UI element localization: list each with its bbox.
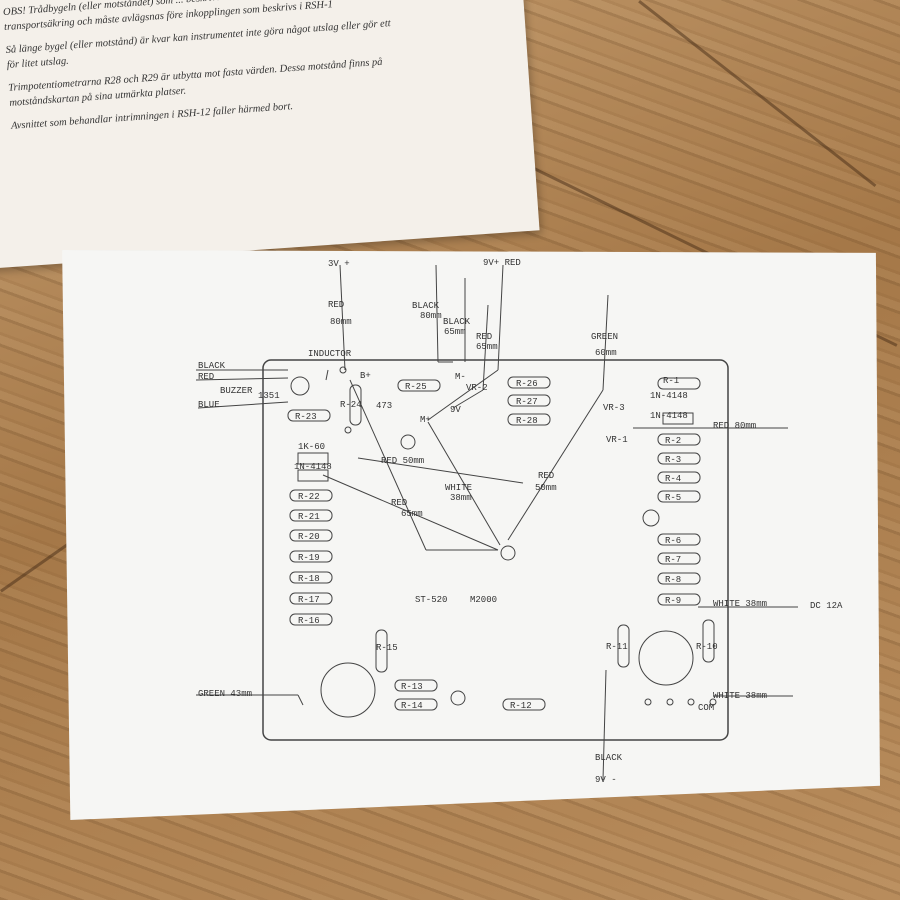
- component-r13: R-13: [401, 682, 423, 692]
- instruction-text: OBS! Trådbygeln (eller motståndet) som .…: [3, 0, 511, 142]
- label-black-left: BLACK: [198, 361, 226, 371]
- label-80mm: 80mm: [330, 317, 352, 327]
- pad: [644, 698, 652, 706]
- component-r15: R-15: [376, 643, 398, 653]
- wires: [195, 264, 798, 781]
- instruction-sheet: OBS! Trådbygeln (eller motståndet) som .…: [0, 0, 540, 270]
- label-black-2: BLACK: [443, 317, 471, 327]
- label-red-50mm: RED 50mm: [381, 456, 424, 466]
- label-red-65mm-len: 65mm: [401, 509, 423, 519]
- label-9v: 9V: [450, 405, 461, 415]
- label-m-minus: M-: [455, 372, 466, 382]
- component-r7: R-7: [665, 555, 681, 565]
- label-1351: 1351: [258, 391, 280, 401]
- label-red-80mm: RED 80mm: [713, 421, 756, 431]
- board-model: ST-520: [415, 595, 447, 605]
- label-buzzer: BUZZER: [220, 386, 253, 396]
- label-473: 473: [376, 401, 392, 411]
- label-dc-12a: DC 12A: [810, 601, 843, 611]
- component-r27: R-27: [516, 397, 538, 407]
- component-r18: R-18: [298, 574, 320, 584]
- component-r8: R-8: [665, 575, 681, 585]
- label-blue-left: BLUE: [198, 400, 220, 410]
- component-r14: R-14: [401, 701, 423, 711]
- label-red-50mm-b: RED: [538, 471, 554, 481]
- component-vr1: VR-1: [606, 435, 628, 445]
- component-r1: R-1: [663, 376, 679, 386]
- board-outline: [262, 359, 729, 741]
- label-green-43mm: GREEN 43mm: [198, 689, 252, 699]
- component-1n4148-c: 1N-4148: [294, 462, 332, 472]
- label-inductor: INDUCTOR: [308, 349, 352, 359]
- label-80mm-b: 80mm: [420, 311, 442, 321]
- resistor-bodies: [287, 376, 715, 711]
- pad: [666, 698, 674, 706]
- component-r3: R-3: [665, 455, 681, 465]
- component-r6: R-6: [665, 536, 681, 546]
- component-r10: R-10: [696, 642, 718, 652]
- label-white-38mm-com: WHITE 38mm: [713, 691, 767, 701]
- label-9v-minus: 9V -: [595, 775, 617, 785]
- label-60mm: 60mm: [595, 348, 617, 358]
- component-r4: R-4: [665, 474, 681, 484]
- label-black-bottom: BLACK: [595, 753, 623, 763]
- label-red-65mm: RED: [391, 498, 407, 508]
- mounting-hole: [320, 662, 376, 718]
- pad: [500, 545, 516, 561]
- pad: [450, 690, 466, 706]
- component-r26: R-26: [516, 379, 538, 389]
- label-b-plus: B+: [360, 371, 371, 381]
- label-65mm-b: 65mm: [476, 342, 498, 352]
- component-r11: R-11: [606, 642, 628, 652]
- wire-labels: 3V + RED 80mm INDUCTOR 9V+ RED BLACK 80m…: [198, 258, 843, 785]
- label-white-38mm-dc: WHITE 38mm: [713, 599, 767, 609]
- component-1n4148-b: 1N-4148: [650, 411, 688, 421]
- label-white-38mm: WHITE: [445, 483, 472, 493]
- board-revision: M2000: [470, 595, 497, 605]
- component-r22: R-22: [298, 492, 320, 502]
- label-green: GREEN: [591, 332, 618, 342]
- component-labels: R-25 VR-2 R-26 R-27 R-28 R-1 1N-4148 1N-…: [294, 376, 718, 711]
- component-r20: R-20: [298, 532, 320, 542]
- component-r2: VR-2: [466, 383, 488, 393]
- pad: [339, 366, 347, 374]
- label-65mm: 65mm: [444, 327, 466, 337]
- schematic-sheet: [62, 250, 880, 820]
- component-r2-right: R-2: [665, 436, 681, 446]
- pad: [687, 698, 695, 706]
- component-1n4148-a: 1N-4148: [650, 391, 688, 401]
- component-r28: R-28: [516, 416, 538, 426]
- component-r9: R-9: [665, 596, 681, 606]
- component-r19: R-19: [298, 553, 320, 563]
- component-r23: R-23: [295, 412, 317, 422]
- pad: [400, 434, 416, 450]
- label-red-left: RED: [198, 372, 214, 382]
- label-m-plus: M+: [420, 415, 431, 425]
- pad: [709, 698, 717, 706]
- component-1k60: 1K-60: [298, 442, 325, 452]
- component-r24: R-24: [340, 400, 362, 410]
- component-r12: R-12: [510, 701, 532, 711]
- label-com: COM: [698, 703, 714, 713]
- component-r21: R-21: [298, 512, 320, 522]
- label-white-38mm-len: 38mm: [450, 493, 472, 503]
- component-vr3: VR-3: [603, 403, 625, 413]
- label-9v-red: 9V+ RED: [483, 258, 521, 268]
- component-r25: R-25: [405, 382, 427, 392]
- label-3v-plus: 3V +: [328, 259, 350, 269]
- mounting-hole: [638, 630, 694, 686]
- label-red-2: RED: [476, 332, 492, 342]
- pcb-layout-diagram: 3V + RED 80mm INDUCTOR 9V+ RED BLACK 80m…: [195, 258, 843, 785]
- pad: [642, 509, 660, 527]
- label-red: RED: [328, 300, 344, 310]
- buzzer-pad: [290, 376, 310, 396]
- pads: [290, 366, 717, 718]
- label-black: BLACK: [412, 301, 440, 311]
- component-r16: R-16: [298, 616, 320, 626]
- pad: [344, 426, 352, 434]
- component-r17: R-17: [298, 595, 320, 605]
- label-red-50mm-b-len: 50mm: [535, 483, 557, 493]
- component-r5: R-5: [665, 493, 681, 503]
